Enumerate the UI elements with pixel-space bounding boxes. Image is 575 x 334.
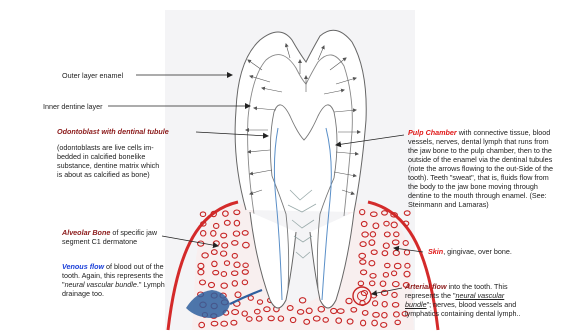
pulp-line-8: dentine to the mouth through enamel. (Se… <box>408 191 574 200</box>
label-skin: Skin, gingivae, over bone. <box>428 247 568 256</box>
pulp-line-5: (note the arrows flowing to the out-Side… <box>408 164 574 173</box>
odontoblast-title: Odontoblast with dentinal tubule <box>57 127 207 136</box>
label-alveolar-block: Alveolar Bone of specific jaw segment C1… <box>62 228 182 246</box>
pulp-line-7: the body to the jaw bone moving through <box>408 182 574 191</box>
label-odontoblast-block: Odontoblast with dentinal tubule (odonto… <box>57 127 207 179</box>
pulp-title: Pulp Chamber <box>408 128 457 137</box>
label-outer-enamel: Outer layer enamel <box>62 71 123 80</box>
alveolar-line-2: segment C1 dermatone <box>62 237 182 246</box>
venous-text-3: Lymph <box>141 280 164 289</box>
odontoblast-line-3: substance, dentine matrix which <box>57 161 207 170</box>
arterial-title: Arterial flow <box>405 282 447 291</box>
skin-text: , gingivae, over bone. <box>443 247 512 256</box>
odontoblast-line-2: bedded in calcified bonelike <box>57 152 207 161</box>
venous-line-4: drainage too. <box>62 289 192 298</box>
arterial-emphasis-1: neural vascular <box>456 291 505 300</box>
pulp-line-6: tooth). Teeth "sweat", that is, fluids f… <box>408 173 574 182</box>
arterial-line-4: lymphatics containing dental lymph.. <box>405 309 571 318</box>
venous-line-2: tooth. Again, this represents the <box>62 271 192 280</box>
venous-text-1: of blood out of the <box>104 262 164 271</box>
pulp-line-2: vessels, nerves, dental lymph that runs … <box>408 137 574 146</box>
label-venous-block: Venous flow of blood out of the tooth. A… <box>62 262 192 298</box>
pulp-line-4: outside of the enamel via the dentinal t… <box>408 155 574 164</box>
arterial-text-3: "; nerves, blood vessels and <box>427 300 517 309</box>
arterial-emphasis-2: bundle <box>405 300 427 309</box>
label-inner-dentine: Inner dentine layer <box>43 102 103 111</box>
pulp-line-3: the jaw bone to the pulp chamber, then t… <box>408 146 574 155</box>
pulp-line-9: Steinmann and Lamaras) <box>408 200 574 209</box>
tooth-enamel-outline <box>235 30 366 212</box>
odontoblast-line-1: (odontoblasts are live cells im- <box>57 143 207 152</box>
alveolar-title: Alveolar Bone <box>62 228 110 237</box>
label-pulp-block: Pulp Chamber with connective tissue, blo… <box>408 128 574 209</box>
pulp-text-1: with connective tissue, blood <box>457 128 551 137</box>
odontoblast-line-4: is about as calcified as bone) <box>57 170 207 179</box>
venous-title: Venous flow <box>62 262 104 271</box>
label-arterial-block: Arterial flow into the tooth. This repre… <box>405 282 571 318</box>
venous-emphasis: neural vascular bundle <box>65 280 137 289</box>
arterial-text-1: into the tooth. This <box>447 282 508 291</box>
alveolar-text-1: of specific jaw <box>110 228 157 237</box>
skin-title: Skin <box>428 247 443 256</box>
arterial-text-2: represents the " <box>405 291 456 300</box>
